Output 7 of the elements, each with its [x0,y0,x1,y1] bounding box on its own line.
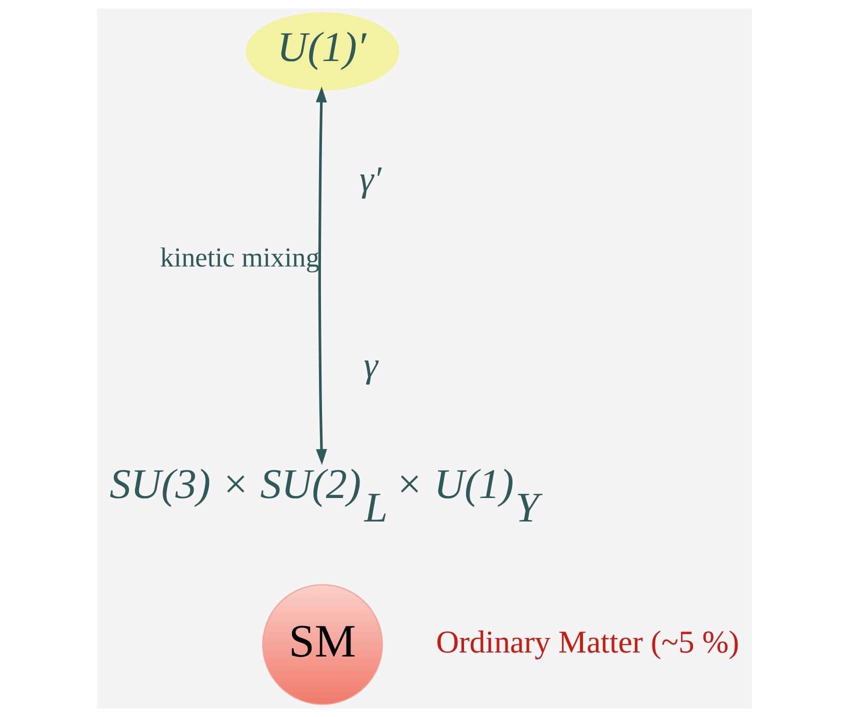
edge-label: kinetic mixing [160,242,319,273]
label: γ [363,344,378,385]
node-ellipse: U(1)′ [245,12,399,91]
arrow [315,86,327,465]
node-label: Ordinary Matter (~5 %) [436,624,739,660]
node-circle: SM [262,584,382,705]
label: γ′ [359,158,382,199]
